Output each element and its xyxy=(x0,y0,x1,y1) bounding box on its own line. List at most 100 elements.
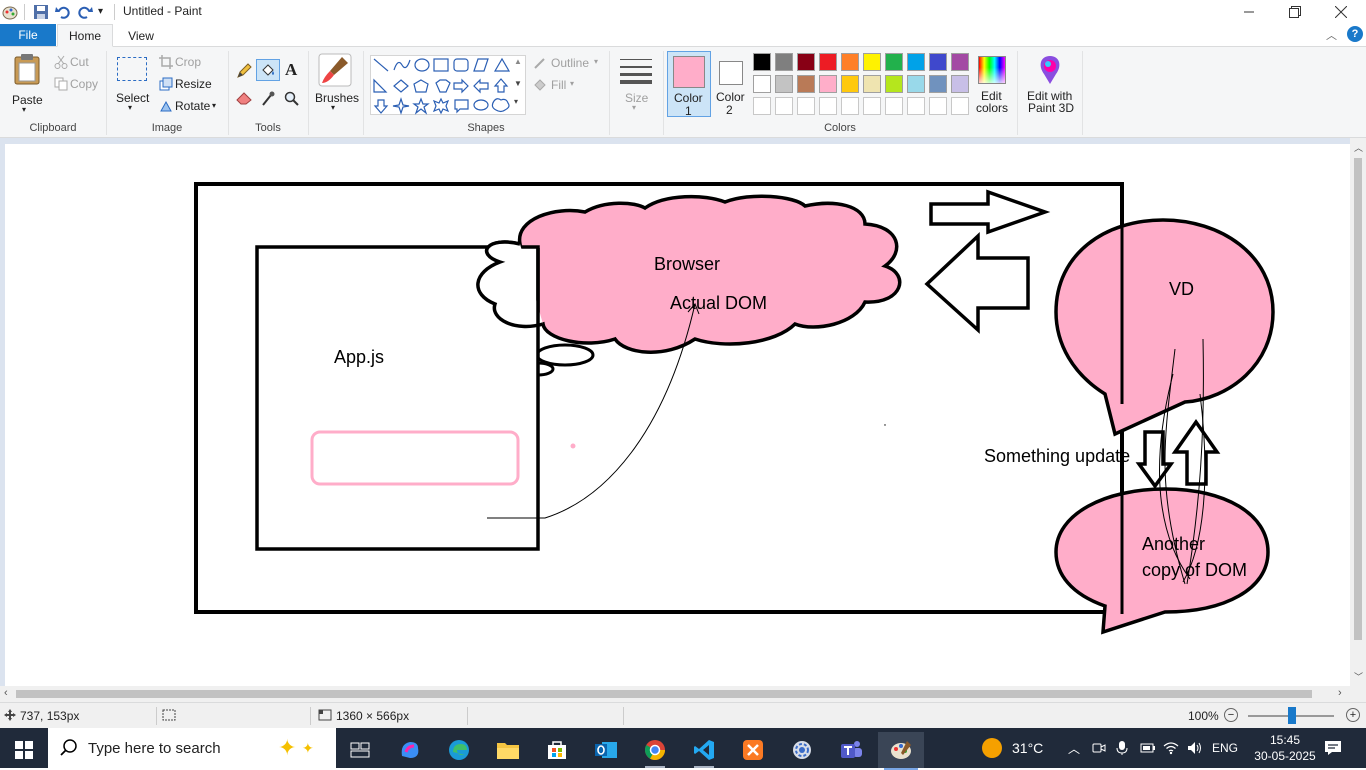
outlook-app[interactable] xyxy=(586,732,626,768)
battery-icon[interactable] xyxy=(1140,728,1156,768)
tab-view[interactable]: View xyxy=(128,28,154,43)
scroll-down-icon[interactable]: ﹀ xyxy=(1354,672,1364,682)
brushes-button[interactable]: Brushes ▾ xyxy=(312,51,359,117)
palette-color-swatch[interactable] xyxy=(797,53,815,71)
drawing-canvas[interactable]: Browser Actual DOM App.js VD Something u… xyxy=(5,144,1350,686)
zoom-slider-thumb[interactable] xyxy=(1288,707,1296,724)
palette-color-swatch[interactable] xyxy=(797,75,815,93)
weather-widget[interactable]: 31°C xyxy=(982,728,1043,768)
taskbar-search[interactable]: Type here to search ✦ ✦ xyxy=(48,728,336,768)
undo-icon[interactable] xyxy=(55,4,71,23)
pencil-icon[interactable] xyxy=(236,63,252,82)
start-button[interactable] xyxy=(4,732,44,768)
palette-color-swatch[interactable] xyxy=(929,75,947,93)
zoom-out-button[interactable]: − xyxy=(1224,708,1238,722)
color1-button[interactable]: Color 1 xyxy=(667,51,711,118)
palette-custom-swatch[interactable] xyxy=(841,97,859,115)
palette-color-swatch[interactable] xyxy=(841,53,859,71)
palette-color-swatch[interactable] xyxy=(907,53,925,71)
clock[interactable]: 15:45 30-05-2025 xyxy=(1254,728,1316,768)
scroll-right-icon[interactable]: › xyxy=(1338,687,1342,699)
palette-color-swatch[interactable] xyxy=(951,53,969,71)
palette-color-swatch[interactable] xyxy=(863,75,881,93)
palette-color-swatch[interactable] xyxy=(819,53,837,71)
shapes-scroll-down-icon[interactable]: ▼ xyxy=(514,79,522,88)
color-picker-icon[interactable] xyxy=(261,91,275,110)
copilot-app[interactable] xyxy=(390,732,430,768)
edge-app[interactable] xyxy=(439,732,479,768)
scroll-left-icon[interactable]: ‹ xyxy=(4,687,8,699)
horizontal-scrollbar[interactable]: ‹ › xyxy=(0,686,1366,702)
palette-custom-swatch[interactable] xyxy=(907,97,925,115)
vscode-app[interactable] xyxy=(684,732,724,768)
edit-with-paint3d-button[interactable]: Edit with Paint 3D xyxy=(1022,51,1078,117)
restore-button[interactable] xyxy=(1272,0,1318,24)
shapes-expand-icon[interactable]: ▾ xyxy=(514,97,519,106)
resize-button[interactable]: Resize xyxy=(175,77,212,91)
customize-qat-icon[interactable]: ▾ xyxy=(98,6,104,17)
zoom-in-button[interactable]: + xyxy=(1346,708,1360,722)
magnifier-icon[interactable] xyxy=(284,91,300,110)
cut-button[interactable]: Cut xyxy=(70,55,89,69)
microphone-icon[interactable] xyxy=(1116,728,1128,768)
meet-now-icon[interactable] xyxy=(1092,728,1106,768)
palette-color-swatch[interactable] xyxy=(907,75,925,93)
outline-button[interactable]: Outline xyxy=(551,56,590,70)
shapes-gallery[interactable] xyxy=(370,55,526,115)
palette-custom-swatch[interactable] xyxy=(863,97,881,115)
paint-app-icon[interactable] xyxy=(2,4,18,23)
help-icon[interactable]: ? xyxy=(1347,26,1363,42)
palette-color-swatch[interactable] xyxy=(929,53,947,71)
palette-color-swatch[interactable] xyxy=(775,75,793,93)
rotate-dropdown-icon[interactable]: ▾ xyxy=(212,101,217,110)
vertical-scrollbar[interactable]: ︿ ﹀ xyxy=(1350,138,1366,686)
palette-color-swatch[interactable] xyxy=(863,53,881,71)
redo-icon[interactable] xyxy=(77,4,93,23)
palette-color-swatch[interactable] xyxy=(775,53,793,71)
show-hidden-icons[interactable]: ︿ xyxy=(1068,728,1080,768)
rotate-button[interactable]: Rotate xyxy=(175,99,211,113)
text-tool-icon[interactable]: A xyxy=(285,60,298,79)
select-button[interactable]: Select ▾ xyxy=(113,53,151,115)
eraser-icon[interactable] xyxy=(236,91,252,108)
tab-file[interactable]: File xyxy=(0,24,56,46)
palette-custom-swatch[interactable] xyxy=(753,97,771,115)
palette-color-swatch[interactable] xyxy=(753,53,771,71)
crop-button[interactable]: Crop xyxy=(175,55,202,69)
wifi-icon[interactable] xyxy=(1163,728,1179,768)
palette-color-swatch[interactable] xyxy=(951,75,969,93)
palette-custom-swatch[interactable] xyxy=(929,97,947,115)
minimize-button[interactable] xyxy=(1226,0,1272,24)
palette-custom-swatch[interactable] xyxy=(885,97,903,115)
xampp-app[interactable] xyxy=(733,732,773,768)
palette-color-swatch[interactable] xyxy=(819,75,837,93)
settings-app[interactable] xyxy=(782,732,822,768)
volume-icon[interactable] xyxy=(1187,728,1203,768)
palette-custom-swatch[interactable] xyxy=(951,97,969,115)
vertical-scroll-thumb[interactable] xyxy=(1354,158,1362,640)
palette-color-swatch[interactable] xyxy=(841,75,859,93)
palette-color-swatch[interactable] xyxy=(885,75,903,93)
collapse-ribbon-icon[interactable]: ︿ xyxy=(1326,30,1337,42)
paste-button[interactable]: Paste ▾ xyxy=(6,51,46,117)
palette-color-swatch[interactable] xyxy=(885,53,903,71)
palette-custom-swatch[interactable] xyxy=(819,97,837,115)
paint-app-active[interactable] xyxy=(878,732,924,770)
chrome-app[interactable] xyxy=(635,732,675,768)
size-button[interactable]: Size ▾ xyxy=(616,53,656,115)
horizontal-scroll-thumb[interactable] xyxy=(16,690,1312,698)
copy-button[interactable]: Copy xyxy=(70,77,99,91)
store-app[interactable] xyxy=(537,732,577,768)
tab-home[interactable]: Home xyxy=(57,24,113,47)
teams-app[interactable] xyxy=(831,732,871,768)
shapes-scroll-up-icon[interactable]: ▲ xyxy=(514,57,522,66)
scroll-up-icon[interactable]: ︿ xyxy=(1354,143,1364,153)
edit-colors-button[interactable]: Edit colors xyxy=(973,51,1013,117)
language-indicator[interactable]: ENG xyxy=(1212,728,1238,768)
close-button[interactable] xyxy=(1318,0,1364,24)
palette-color-swatch[interactable] xyxy=(753,75,771,93)
color2-button[interactable]: Color 2 xyxy=(713,51,749,117)
fill-button[interactable]: Fill xyxy=(551,78,567,92)
file-explorer-app[interactable] xyxy=(488,732,528,768)
palette-custom-swatch[interactable] xyxy=(775,97,793,115)
